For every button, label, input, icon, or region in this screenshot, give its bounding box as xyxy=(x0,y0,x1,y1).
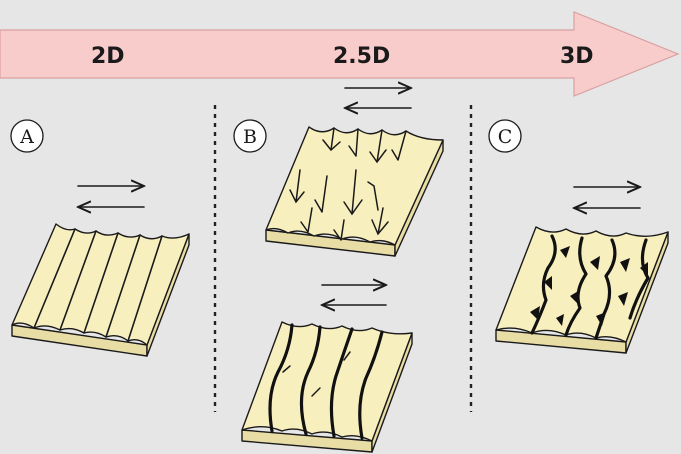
panel-b-letter: B xyxy=(243,126,257,148)
panel-b-upper-slab xyxy=(266,127,443,256)
panel-a-letter: A xyxy=(19,126,34,148)
slab-top xyxy=(242,322,412,441)
label-2-5d: 2.5D xyxy=(333,44,390,69)
panel-b-lower-slab xyxy=(242,322,412,452)
panel-c-slab xyxy=(496,227,668,353)
dimension-scale-arrow: 2D 2.5D 3D xyxy=(0,12,678,96)
panel-b: B xyxy=(234,88,443,452)
panel-c: C xyxy=(489,120,668,353)
panel-a: A xyxy=(11,120,189,356)
label-3d: 3D xyxy=(560,44,594,69)
panel-a-shear-arrows xyxy=(78,186,144,207)
panel-c-shear-arrows xyxy=(574,187,640,208)
label-2d: 2D xyxy=(91,44,125,69)
panel-a-slab xyxy=(12,224,189,356)
panel-c-letter: C xyxy=(498,126,513,148)
panel-b-upper-shear-arrows xyxy=(345,88,411,108)
panel-b-lower-shear-arrows xyxy=(322,285,386,305)
